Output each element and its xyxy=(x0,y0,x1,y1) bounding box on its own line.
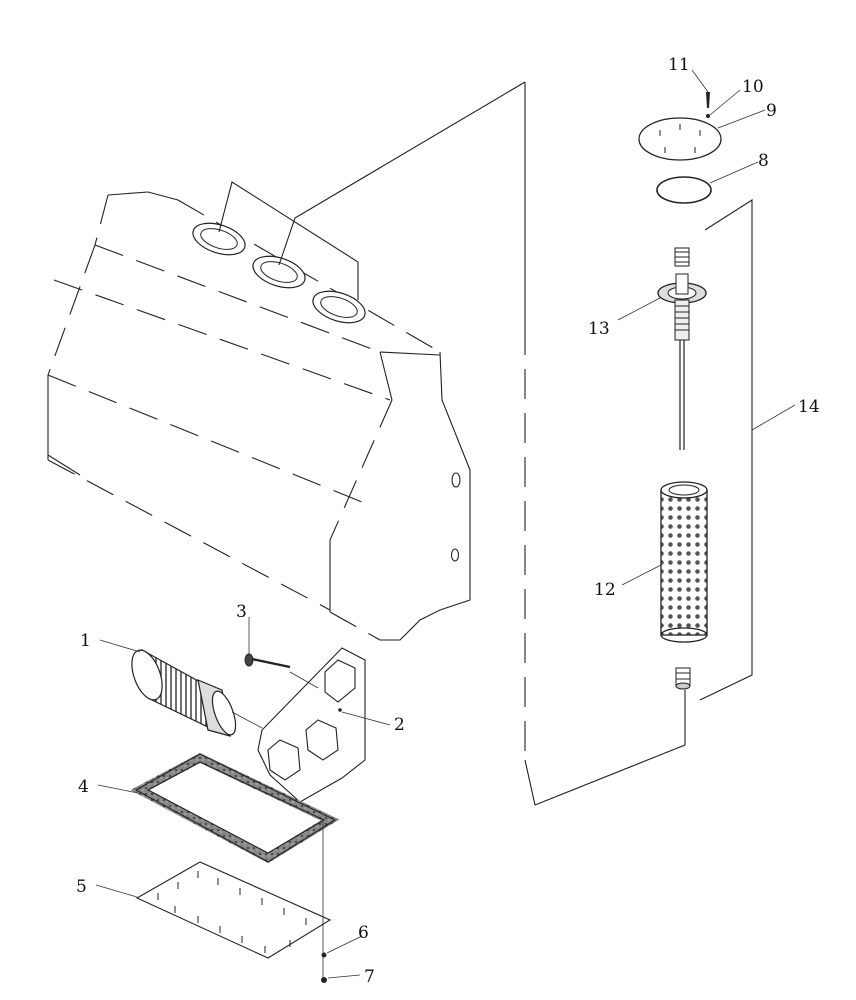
cover-plate-part-9 xyxy=(638,109,766,161)
callout-10: 10 xyxy=(742,77,764,97)
callout-6: 6 xyxy=(358,923,369,943)
callout-4: 4 xyxy=(78,777,89,797)
tank-top-port-1 xyxy=(192,222,246,256)
callout-13: 13 xyxy=(588,319,610,339)
callout-12: 12 xyxy=(594,580,616,600)
callout-9: 9 xyxy=(766,101,777,121)
bypass-valve-part-13 xyxy=(617,273,707,450)
tank-top-port-2 xyxy=(252,255,306,289)
washer-part-6 xyxy=(321,935,363,958)
bolt-part-3 xyxy=(244,617,319,689)
callout-5: 5 xyxy=(76,877,87,897)
filter-element-part-12 xyxy=(621,481,708,643)
callout-3: 3 xyxy=(236,602,247,622)
lower-spring xyxy=(675,667,691,690)
screw-part-11 xyxy=(691,69,710,108)
suction-strainer-part-1 xyxy=(99,639,263,737)
upper-spring xyxy=(674,247,690,267)
cover-plate-part-5 xyxy=(95,861,332,959)
callout-2: 2 xyxy=(394,715,405,735)
gasket-ring-part-8 xyxy=(656,161,759,204)
washer-part-10 xyxy=(706,89,741,118)
callout-14: 14 xyxy=(798,397,820,417)
port-connector-lines xyxy=(218,81,686,806)
callout-8: 8 xyxy=(758,151,769,171)
callout-7: 7 xyxy=(364,967,375,987)
callout-11: 11 xyxy=(668,55,690,75)
tank-top-port-3 xyxy=(312,290,366,324)
callout-1: 1 xyxy=(80,631,91,651)
gasket-part-4 xyxy=(97,752,340,864)
filter-assembly-bracket xyxy=(699,198,796,701)
flange-plate-part-2 xyxy=(257,647,391,803)
nut-part-7 xyxy=(321,974,361,983)
